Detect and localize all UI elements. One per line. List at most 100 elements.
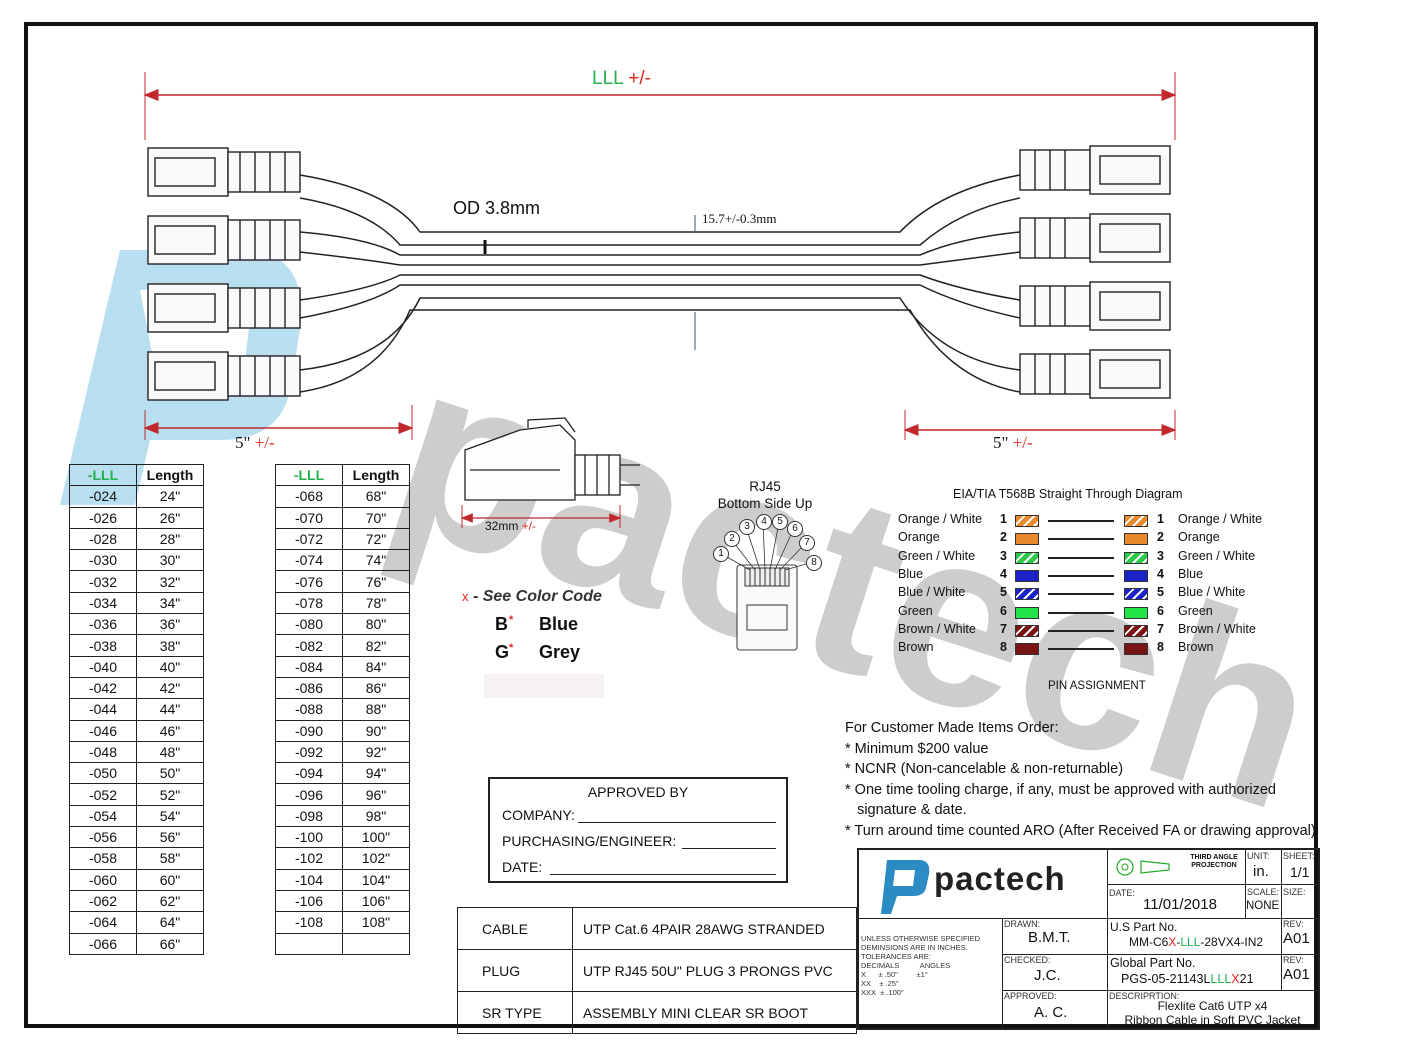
sheet-label: SHEET: [1283,851,1315,861]
pin-right-label: Green / White [1178,548,1256,563]
drawn-label: DRAWN: [1004,919,1041,929]
cell-length: 42" [136,676,204,700]
cell-code: -042 [69,676,137,700]
pin-left-number: 8 [1000,640,1007,655]
approved-label: APPROVED: [1004,991,1057,1001]
pin-left-label: Blue [898,566,924,581]
us-part-a: MM-C6 [1129,935,1169,949]
cell-code: -056 [69,826,137,849]
pin-left-number: 6 [1000,603,1007,618]
rj45-pin-number: 2 [724,531,740,547]
pin-wire [1048,556,1114,559]
rj45-pin-number: 4 [756,514,772,530]
global-part-cell: Global Part No. PGS-05-21143LLLLX21 [1107,954,1282,991]
rev-label-2: REV: [1283,955,1304,965]
od-label: OD 3.8mm [453,198,541,218]
description-cell: DESCRIPRTION: Flexlite Cat6 UTP x4 Ribbo… [1107,990,1318,1028]
cell-length: 102" [342,847,410,870]
cell-code: -092 [275,740,343,764]
cell-code: -040 [69,655,137,678]
cell-length: 76" [342,570,410,593]
rj45-title-line1: RJ45 [749,479,781,494]
cell-code: -032 [69,570,137,593]
cell-code: -034 [69,591,137,615]
cell-code: -064 [69,911,137,934]
color-code-title: - See Color Code [472,588,602,605]
cell-length: 106" [342,889,410,913]
approval-box: APPROVED BY COMPANY: PURCHASING/ENGINEER… [488,777,788,883]
notes-heading: For Customer Made Items Order: [845,720,1059,736]
approval-company-line[interactable] [578,822,776,823]
pin-right-swatch [1124,624,1148,637]
cell-length: 64" [136,911,204,934]
cell-length: 90" [342,719,410,742]
cell-code: -070 [275,506,343,529]
cell-code [275,932,343,955]
cell-code: -054 [69,804,137,828]
global-part-a: PGS-05-21143L [1121,972,1211,986]
pin-right-label: Brown / White [1178,621,1256,636]
rev-label-1: REV: [1283,919,1304,929]
unit-label: UNIT: [1247,851,1270,861]
left-breakout-value: 5" [235,433,251,452]
date-label: DATE: [1109,888,1135,898]
cell-code: -030 [69,549,137,572]
cell-length: 40" [136,655,204,678]
cell-code: -076 [275,570,343,593]
pin-left-swatch [1015,533,1039,546]
cell-length: 104" [342,868,410,891]
approved-cell: APPROVED: A. C. [1002,990,1108,1028]
sheet-value: 1/1 [1290,864,1310,880]
us-part-lll: LLL [1180,935,1201,949]
drawn-value: B.M.T. [1028,929,1071,946]
pin-right-number: 8 [1157,640,1164,655]
note-item: * Turn around time counted ARO (After Re… [845,822,1316,839]
color-code-item: B*Blue [495,614,604,642]
rj45-title-line2: Bottom Side Up [717,496,813,511]
overall-length-tol: +/- [623,68,651,89]
customer-notes: For Customer Made Items Order: * Minimum… [845,718,1316,841]
pactech-logo-icon [881,860,930,914]
pin-right-number: 3 [1157,548,1164,563]
pin-wire [1048,629,1114,632]
cell-length: 86" [342,676,410,700]
approval-date-line[interactable] [550,874,776,875]
title-block: pactech THIRD ANGLE PROJECTION UNIT: in.… [857,848,1320,1030]
pin-right-label: Blue [1178,566,1204,581]
description-line1: Flexlite Cat6 UTP x4 [1157,999,1268,1013]
width-label: 15.7+/-0.3mm [702,211,777,226]
approval-purchasing-line[interactable] [682,848,776,849]
us-part-b: - [1176,935,1181,949]
pin-wire [1048,538,1114,541]
tolerance-line: UNLESS OTHERWISE SPECIFIED [861,934,981,943]
cell-code: -062 [69,889,137,913]
cell-length: 26" [136,506,204,529]
rj45-pin-number: 1 [713,546,729,562]
pin-left-swatch [1015,606,1039,619]
pin-right-number: 7 [1157,621,1164,636]
us-part-cell: U.S Part No. MM-C6X-LLL-28VX4-IN2 [1107,918,1282,955]
rj45-title: RJ45 Bottom Side Up [700,478,830,512]
pin-right-number: 2 [1157,530,1164,545]
pin-right-swatch [1124,643,1148,656]
left-breakout-label: 5" +/- [235,433,275,453]
cell-length: 48" [136,740,204,764]
